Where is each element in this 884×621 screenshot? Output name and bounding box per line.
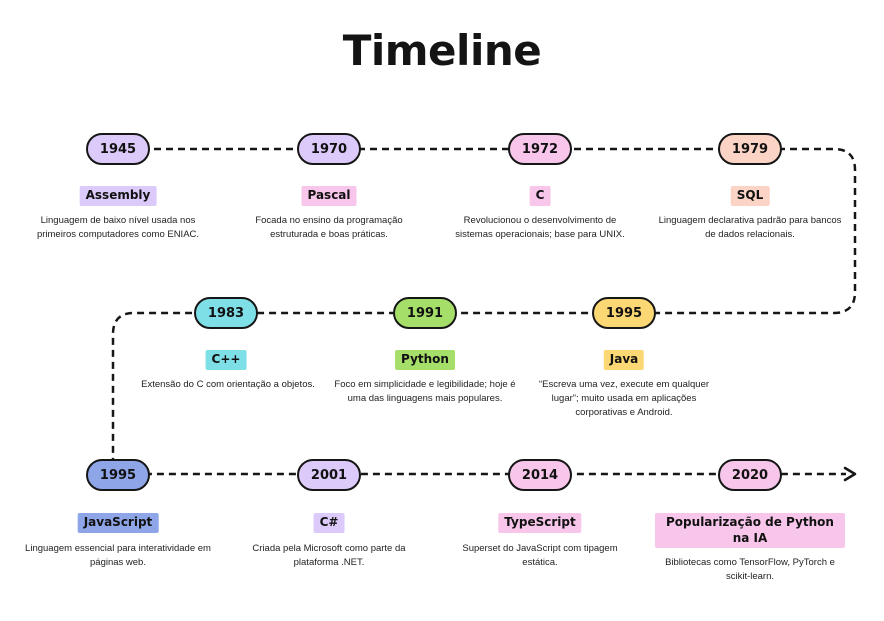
year-pill-c: 1972 xyxy=(508,133,572,165)
event-desc-python: Foco em simplicidade e legibilidade; hoj… xyxy=(334,379,516,404)
event-label-java: Java xyxy=(603,350,645,370)
timeline-path xyxy=(111,147,857,476)
year-pill-javascript: 1995 xyxy=(86,459,150,491)
event-desc-java: “Escreva uma vez, execute em qualquer lu… xyxy=(538,379,710,418)
year-pill-csharp: 2001 xyxy=(297,459,361,491)
year-pill-typescript: 2014 xyxy=(508,459,572,491)
event-label-csharp: C# xyxy=(313,513,345,533)
event-label-python-ai: Popularização de Python na IA xyxy=(655,513,845,549)
year-pill-cpp: 1983 xyxy=(194,297,258,329)
event-label-cpp: C++ xyxy=(205,350,247,370)
event-desc-sql: Linguagem declarativa padrão para bancos… xyxy=(658,215,842,240)
page-title: Timeline xyxy=(342,26,542,75)
event-label-pascal: Pascal xyxy=(301,186,357,206)
event-label-python: Python xyxy=(395,350,455,370)
year-pill-python: 1991 xyxy=(393,297,457,329)
event-desc-cpp: Extensão do C com orientação a objetos. xyxy=(141,379,315,390)
event-desc-pascal: Focada no ensino da programação estrutur… xyxy=(255,215,403,240)
event-desc-csharp: Criada pela Microsoft como parte da plat… xyxy=(252,543,406,568)
event-label-javascript: JavaScript xyxy=(77,513,159,533)
event-label-sql: SQL xyxy=(730,186,770,206)
event-desc-c: Revolucionou o desenvolvimento de sistem… xyxy=(455,215,625,240)
event-desc-assembly: Linguagem de baixo nível usada nos prime… xyxy=(36,215,200,240)
year-pill-assembly: 1945 xyxy=(86,133,150,165)
year-pill-sql: 1979 xyxy=(718,133,782,165)
year-pill-pascal: 1970 xyxy=(297,133,361,165)
event-desc-javascript: Linguagem essencial para interatividade … xyxy=(25,543,211,568)
event-label-assembly: Assembly xyxy=(79,186,157,206)
year-pill-python-ai: 2020 xyxy=(718,459,782,491)
arrow-head-icon xyxy=(843,466,857,482)
event-desc-python-ai: Bibliotecas como TensorFlow, PyTorch e s… xyxy=(665,557,835,582)
event-label-typescript: TypeScript xyxy=(498,513,582,533)
year-pill-java: 1995 xyxy=(592,297,656,329)
event-desc-typescript: Superset do JavaScript com tipagem estát… xyxy=(462,543,618,568)
event-label-c: C xyxy=(529,186,551,206)
